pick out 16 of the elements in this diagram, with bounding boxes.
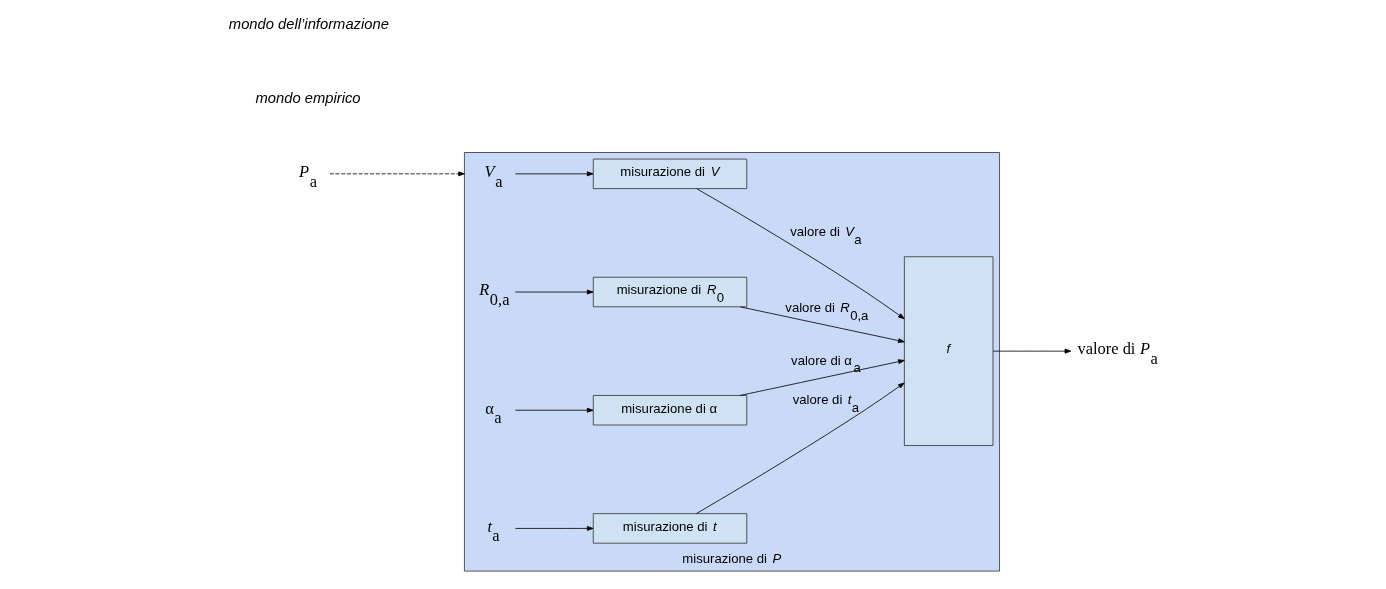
arrow <box>515 407 594 413</box>
node-box: misurazione di V <box>592 158 748 190</box>
arrow <box>696 382 905 514</box>
arrow <box>739 306 905 343</box>
arrow <box>515 171 594 177</box>
arrow <box>696 188 905 320</box>
label: mondo dell’informazione <box>228 15 389 32</box>
label: mondo empirico <box>255 89 361 106</box>
arrow <box>329 171 465 177</box>
arrow <box>992 348 1072 354</box>
node-box: misurazione di α <box>592 395 748 426</box>
node-box: misurazione di t <box>592 513 748 544</box>
node-box: f <box>903 256 994 446</box>
arrow <box>515 289 594 295</box>
arrow <box>515 526 594 531</box>
arrow <box>739 359 905 396</box>
